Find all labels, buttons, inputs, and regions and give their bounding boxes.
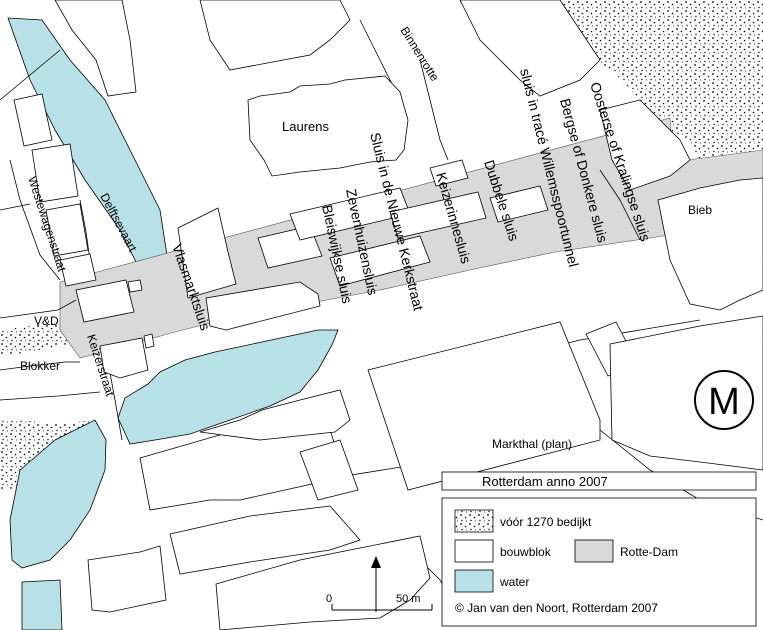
block-west-2 (31, 143, 79, 203)
water-areas (7, 17, 339, 630)
north-arrow (371, 556, 381, 612)
block-laurens (247, 75, 409, 177)
water-basin-left (9, 419, 107, 569)
label-laurens: Laurens (282, 119, 329, 134)
scale-zero: 0 (326, 593, 332, 605)
metro-circle-icon (694, 370, 754, 430)
block-markthal-inner (299, 439, 359, 501)
north-arrow-icon (371, 556, 381, 568)
legend-label-water: water (499, 575, 529, 589)
block-top-east (599, 99, 691, 191)
block-top-mid (199, 0, 351, 71)
map-credit: © Jan van den Noort, Rotterdam 2007 (455, 601, 658, 615)
label-bieb: Bieb (688, 203, 712, 217)
water-basin-bottom (21, 579, 63, 630)
legend-swatch-dam (574, 539, 614, 563)
label-vd: V&D (34, 314, 59, 328)
block-bottom-center (169, 505, 361, 575)
block-west-1 (13, 93, 53, 147)
block-south-1 (99, 337, 149, 379)
legend-swatch-water (454, 569, 494, 593)
legend-swatch-block (454, 539, 494, 563)
water-basin-center (117, 329, 339, 445)
metro-station: M (694, 370, 754, 430)
label-binnenrotte: Binnenrotte (397, 24, 442, 84)
block-keizer (75, 279, 135, 323)
block-keizer-small (127, 279, 143, 293)
block-row-c (329, 235, 431, 287)
scale-distance: 50 m (396, 593, 420, 605)
block-bottom-left (87, 545, 167, 613)
legend-label-block: bouwblok (500, 545, 552, 559)
title-box: Rotterdam anno 2007 (441, 471, 757, 491)
label-markthal: Markthal (plan) (492, 437, 572, 451)
metro-symbol: M (708, 381, 740, 423)
block-east-2 (609, 315, 763, 471)
block-top-left (54, 0, 137, 97)
block-south-mid (199, 389, 351, 441)
legend-label-diked: vóór 1270 bedijkt (500, 515, 592, 529)
block-markthal (367, 321, 601, 491)
block-south-small (143, 333, 155, 349)
block-top-binnenrotte (459, 0, 601, 97)
block-east-1 (657, 177, 763, 311)
map-title: Rotterdam anno 2007 (482, 474, 608, 489)
scale-bar: 0 50 m (326, 593, 433, 611)
block-row-d (389, 191, 487, 239)
legend-label-dam: Rotte-Dam (620, 545, 678, 559)
legend: vóór 1270 bedijkt bouwblok Rotte-Dam wat… (441, 497, 757, 627)
legend-swatch-diked (454, 509, 494, 533)
block-vlasmarkt (177, 207, 237, 299)
block-row-f (489, 185, 549, 223)
diked-area-top-right (452, 0, 763, 160)
block-dam-south (205, 281, 321, 331)
block-row-e (429, 159, 469, 187)
label-blokker: Blokker (20, 359, 60, 373)
block-west-3 (45, 203, 89, 257)
block-west-4 (59, 253, 97, 287)
